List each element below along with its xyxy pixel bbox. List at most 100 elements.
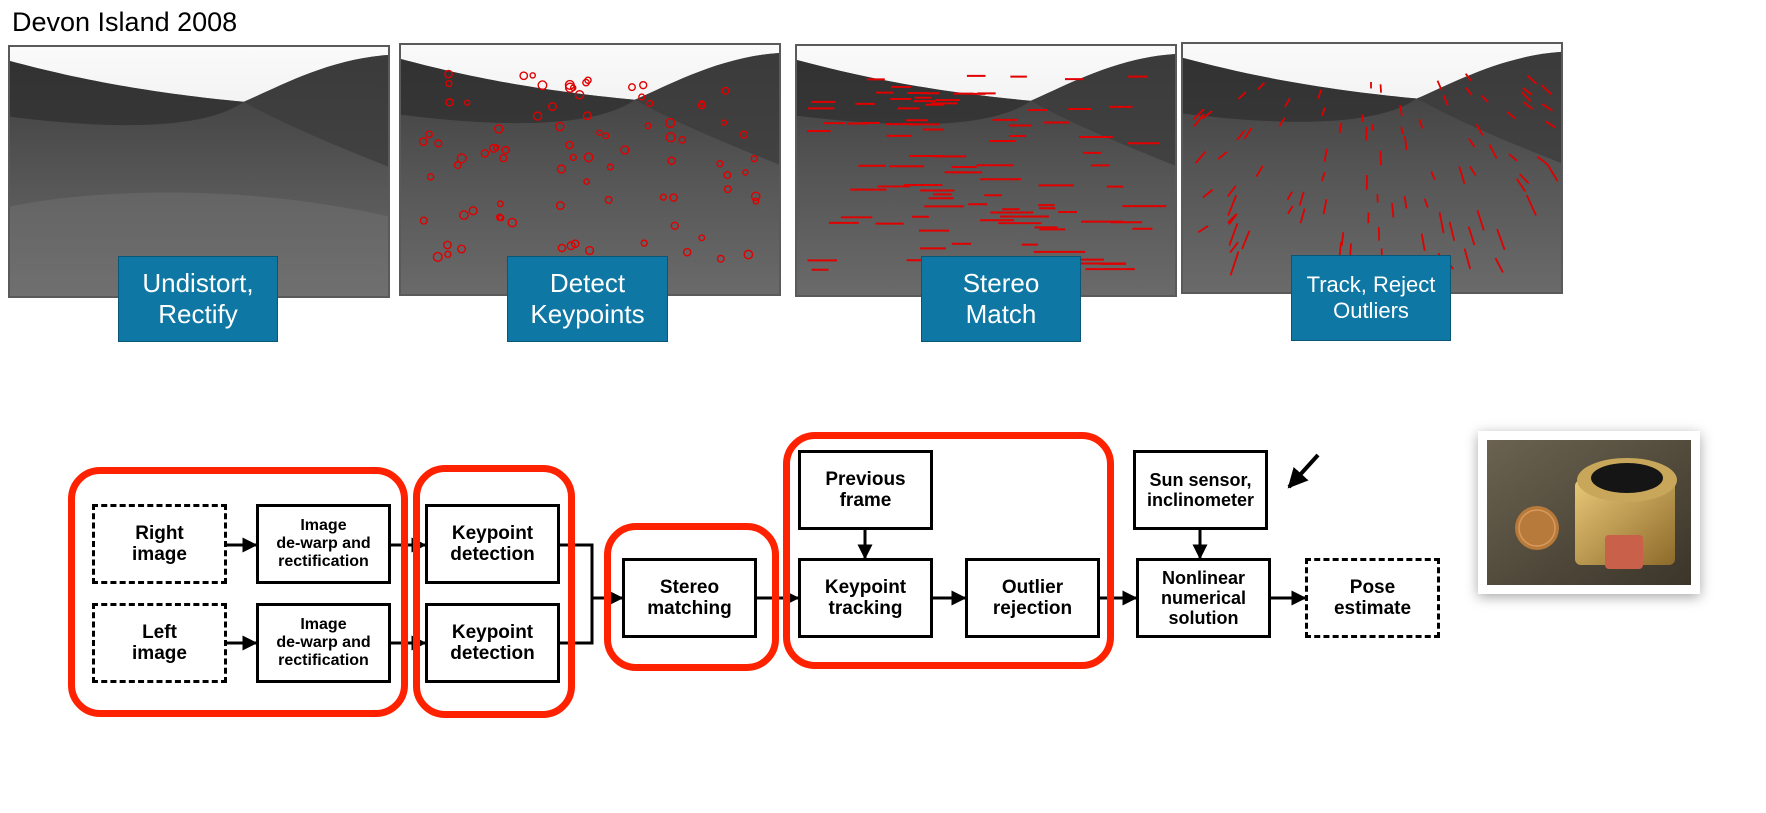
keypoint-marker	[445, 79, 453, 88]
track-vector	[1317, 89, 1323, 99]
track-vector	[1480, 94, 1489, 103]
track-vector	[1546, 163, 1559, 182]
merge-line	[559, 543, 594, 645]
track-vector	[1284, 97, 1291, 108]
group-track	[783, 432, 1114, 669]
keypoint-marker	[646, 99, 654, 108]
track-vector	[1338, 122, 1343, 134]
track-vector	[1540, 84, 1553, 96]
keypoint-marker	[659, 193, 668, 201]
track-vectors	[1193, 73, 1559, 278]
track-vector	[1193, 113, 1205, 127]
keypoint-marker	[644, 122, 652, 130]
keypoint-marker	[602, 132, 610, 140]
track-vector	[1423, 198, 1429, 208]
track-vector	[1475, 123, 1484, 136]
keypoint-markers	[418, 69, 761, 268]
keypoint-marker	[743, 249, 754, 260]
keypoint-marker	[723, 171, 732, 180]
track-vector	[1464, 73, 1472, 82]
track-vector	[1228, 213, 1238, 225]
track-vector	[1526, 74, 1538, 85]
track-vector	[1442, 94, 1449, 106]
track-vector	[1340, 232, 1345, 246]
track-vector	[1403, 196, 1408, 209]
stereo-match-lines	[806, 74, 1167, 271]
keypoint-marker	[555, 121, 565, 132]
keypoint-marker	[665, 132, 676, 143]
keypoint-marker	[463, 99, 471, 106]
dewarp-box-top: Image de-warp and rectification	[256, 504, 391, 584]
track-vector	[1418, 119, 1424, 129]
track-vector	[1237, 91, 1247, 100]
keypoint-marker	[444, 250, 452, 259]
keypoint-marker	[583, 152, 594, 163]
track-vector	[1448, 221, 1456, 241]
keypoint-marker	[532, 111, 543, 121]
track-vector	[1469, 166, 1477, 176]
track-vector	[1544, 120, 1557, 129]
group-keypoint	[413, 465, 575, 718]
track-vector	[1321, 171, 1326, 182]
photo-keypoints	[399, 43, 781, 296]
keypoint-marker	[582, 111, 592, 121]
photo-track	[1181, 42, 1563, 294]
keypoint-marker	[434, 139, 443, 148]
keypoint-detection-box-bottom: Keypoint detection	[425, 603, 560, 683]
keypoint-marker	[480, 149, 490, 158]
track-vector	[1438, 211, 1445, 234]
track-vector	[1522, 101, 1534, 110]
track-vector	[1525, 194, 1537, 216]
track-vector	[1458, 166, 1466, 185]
track-vector	[1536, 155, 1548, 166]
photo-stereo	[795, 44, 1177, 297]
keypoint-marker	[468, 206, 478, 216]
keypoint-marker	[640, 239, 648, 247]
keypoint-marker	[445, 98, 454, 107]
track-vector	[1400, 126, 1404, 135]
keypoint-tracking-box: Keypoint tracking	[798, 558, 933, 638]
track-vector	[1227, 185, 1237, 197]
track-vector	[1227, 194, 1238, 216]
keypoint-marker	[444, 69, 453, 79]
track-vector	[1241, 230, 1251, 250]
track-vector	[1255, 165, 1264, 178]
caption-stereo: Stereo Match	[921, 256, 1081, 342]
track-vector	[1201, 110, 1213, 120]
keypoint-marker	[739, 130, 749, 139]
track-vector	[1519, 173, 1530, 184]
keypoint-marker	[537, 80, 548, 91]
keypoint-marker	[493, 144, 500, 151]
track-vector	[1522, 87, 1533, 96]
right-image-box: Right image	[92, 504, 227, 584]
track-vector	[1323, 148, 1328, 162]
previous-frame-box: Previous frame	[798, 450, 933, 530]
keypoint-marker	[556, 164, 567, 174]
stereo-matching-box: Stereo matching	[622, 558, 757, 638]
keypoint-marker	[529, 72, 536, 79]
keypoint-marker	[682, 247, 692, 257]
track-vector	[1403, 136, 1408, 151]
keypoint-marker	[432, 251, 443, 263]
keypoint-marker	[557, 243, 567, 253]
keypoint-marker	[418, 137, 428, 146]
sun-sensor-image	[1487, 440, 1691, 585]
track-vector	[1228, 223, 1239, 246]
track-vector	[1278, 117, 1286, 127]
dewarp-box-bottom: Image de-warp and rectification	[256, 603, 391, 683]
track-vector	[1257, 82, 1266, 90]
keypoint-marker	[716, 254, 725, 263]
track-vector	[1391, 202, 1395, 218]
outlier-rejection-box: Outlier rejection	[965, 558, 1100, 638]
nonlinear-solution-box: Nonlinear numerical solution	[1136, 558, 1271, 638]
keypoint-marker	[742, 169, 749, 176]
keypoint-detection-box-top: Keypoint detection	[425, 504, 560, 584]
track-vector	[1430, 171, 1436, 181]
terrain-image	[401, 45, 779, 294]
photo-undistort	[8, 45, 390, 298]
track-vector	[1494, 257, 1504, 273]
track-vector	[1236, 129, 1246, 141]
keypoint-marker	[604, 195, 613, 204]
keypoint-marker	[489, 143, 499, 153]
keypoint-marker	[425, 130, 433, 139]
